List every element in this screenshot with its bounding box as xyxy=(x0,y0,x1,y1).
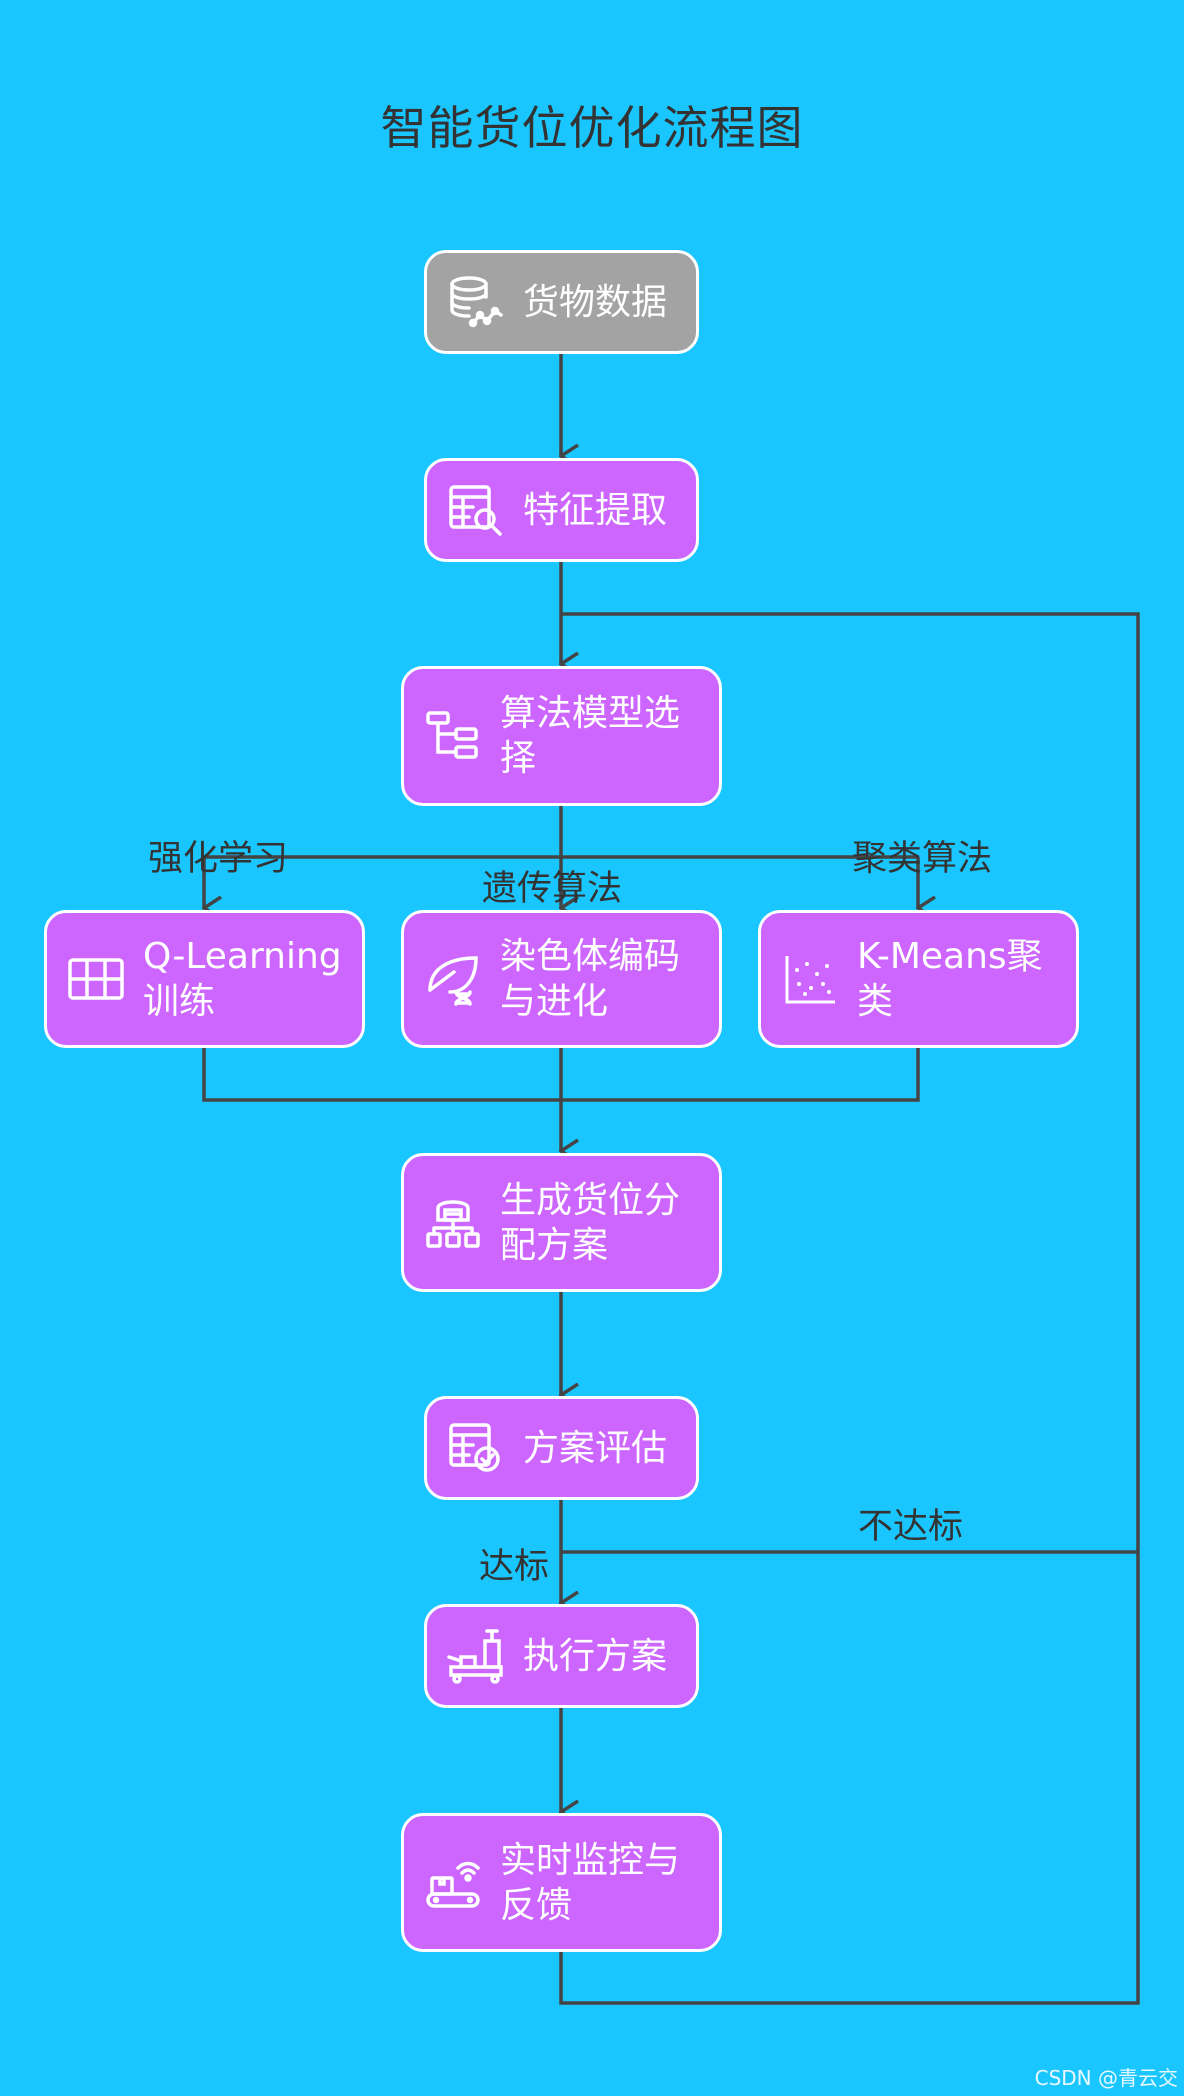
edge-label-pass: 达标 xyxy=(479,1547,550,1587)
node-label: 执行方案 xyxy=(523,1635,668,1677)
node-execute[interactable]: 执行方案 xyxy=(424,1604,699,1708)
node-label: 染色体编码与进化 xyxy=(500,936,681,1022)
scatter-plot-icon xyxy=(781,950,839,1008)
edge-label-genetic: 遗传算法 xyxy=(482,869,623,909)
table-search-icon xyxy=(447,481,505,539)
watermark: CSDN @青云交 xyxy=(1034,2066,1178,2090)
node-label: K-Means聚类 xyxy=(857,936,1043,1022)
node-monitor-feedback[interactable]: 实时监控与反馈 xyxy=(401,1813,722,1952)
edge-label-clustering: 聚类算法 xyxy=(852,839,993,879)
node-evaluate[interactable]: 方案评估 xyxy=(424,1396,699,1500)
hierarchy-icon xyxy=(424,707,482,765)
node-label: 算法模型选择 xyxy=(500,693,681,779)
node-kmeans[interactable]: K-Means聚类 xyxy=(758,910,1079,1048)
table-check-icon xyxy=(447,1419,505,1477)
node-genetic[interactable]: 染色体编码与进化 xyxy=(401,910,722,1048)
edge-label-fail: 不达标 xyxy=(858,1507,964,1547)
node-label: 货物数据 xyxy=(523,281,668,323)
node-label: 方案评估 xyxy=(523,1427,668,1469)
page-title: 智能货位优化流程图 xyxy=(380,101,804,155)
warehouse-network-icon xyxy=(424,1194,482,1252)
node-label: 实时监控与反馈 xyxy=(500,1839,681,1926)
node-generate-plan[interactable]: 生成货位分配方案 xyxy=(401,1153,722,1292)
node-label: Q-Learning训练 xyxy=(143,936,342,1022)
database-chart-icon xyxy=(447,273,505,331)
node-model-selection[interactable]: 算法模型选择 xyxy=(401,666,722,806)
node-q-learning[interactable]: Q-Learning训练 xyxy=(44,910,365,1048)
grid-icon xyxy=(67,950,125,1008)
node-label: 生成货位分配方案 xyxy=(500,1179,681,1266)
node-label: 特征提取 xyxy=(523,489,668,531)
edge-loop-right xyxy=(559,612,1140,2005)
leaf-dna-icon xyxy=(424,950,482,1008)
node-goods-data[interactable]: 货物数据 xyxy=(424,250,699,354)
edge-label-reinforcement: 强化学习 xyxy=(148,839,289,879)
node-feature-extraction[interactable]: 特征提取 xyxy=(424,458,699,562)
conveyor-wifi-icon xyxy=(424,1854,482,1912)
conveyor-robot-icon xyxy=(447,1627,505,1685)
